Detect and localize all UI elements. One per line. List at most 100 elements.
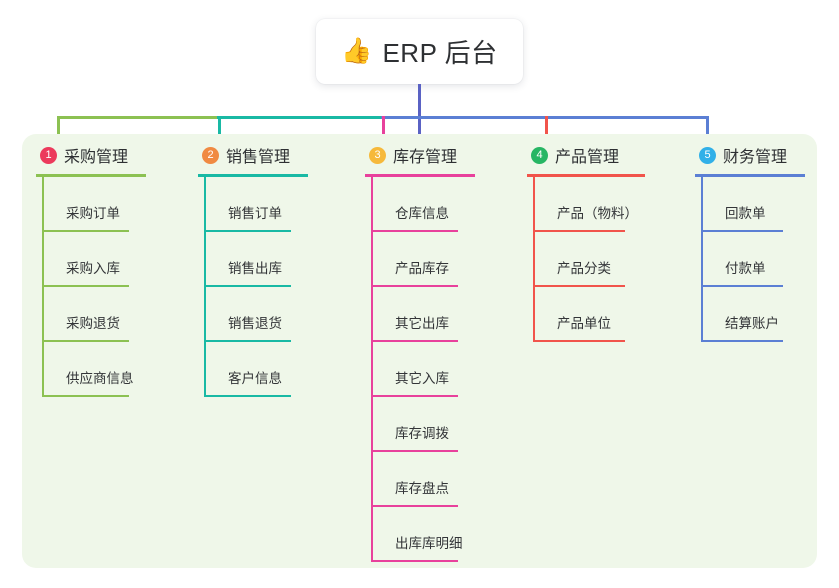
- list-item[interactable]: 其它入库: [373, 342, 475, 397]
- column-5: 5 财务管理回款单付款单结算账户: [695, 142, 805, 342]
- column-number-badge: 1: [40, 146, 57, 164]
- list-item-label: 销售退货: [228, 316, 282, 331]
- list-item-underline: [703, 230, 783, 232]
- list-item[interactable]: 出库库明细: [373, 507, 475, 562]
- list-item-underline: [44, 230, 129, 232]
- column-number-badge: 5: [699, 146, 716, 164]
- list-item[interactable]: 付款单: [703, 232, 805, 287]
- column-title: 财务管理: [723, 149, 788, 166]
- connector-trunk: [418, 84, 421, 134]
- column-rule: [36, 174, 146, 177]
- list-item-underline: [535, 340, 625, 342]
- column-title: 产品管理: [555, 149, 620, 166]
- list-item-label: 回款单: [725, 206, 766, 221]
- diagram-panel: [22, 134, 817, 568]
- column-header-4[interactable]: 4 产品管理: [527, 142, 645, 168]
- list-item-label: 其它入库: [395, 371, 449, 386]
- list-item[interactable]: 销售退货: [206, 287, 308, 342]
- list-item[interactable]: 库存调拨: [373, 397, 475, 452]
- list-item[interactable]: 销售出库: [206, 232, 308, 287]
- list-item[interactable]: 其它出库: [373, 287, 475, 342]
- list-item[interactable]: 采购退货: [44, 287, 146, 342]
- column-number-badge: 3: [369, 146, 386, 164]
- list-item[interactable]: 产品库存: [373, 232, 475, 287]
- column-header-5[interactable]: 5 财务管理: [695, 142, 805, 168]
- column-rule: [198, 174, 308, 177]
- list-item[interactable]: 客户信息: [206, 342, 308, 397]
- list-item-underline: [703, 340, 783, 342]
- list-item[interactable]: 仓库信息: [373, 177, 475, 232]
- column-number-badge: 2: [202, 146, 219, 164]
- list-item-underline: [535, 230, 625, 232]
- connector-drop-4: [545, 116, 548, 148]
- column-title: 采购管理: [64, 149, 129, 166]
- list-item-label: 仓库信息: [395, 206, 449, 221]
- column-title: 销售管理: [226, 149, 291, 166]
- list-item-label: 结算账户: [725, 316, 779, 331]
- column-4: 4 产品管理产品（物料） 产品分类产品单位: [527, 142, 645, 342]
- list-item[interactable]: 回款单: [703, 177, 805, 232]
- connector-bus-segment-1: [57, 116, 217, 119]
- list-item-underline: [535, 285, 625, 287]
- column-2: 2 销售管理销售订单销售出库销售退货客户信息: [198, 142, 308, 397]
- root-title: ERP 后台: [382, 38, 498, 68]
- column-items: 采购订单采购入库采购退货供应商信息: [42, 177, 146, 397]
- list-item-label: 出库库明细: [395, 536, 463, 551]
- list-item-underline: [373, 450, 458, 452]
- list-item-underline: [373, 340, 458, 342]
- list-item-underline: [206, 395, 291, 397]
- connector-bus-segment-2: [217, 116, 381, 119]
- list-item[interactable]: 产品（物料）: [535, 177, 645, 232]
- list-item-underline: [44, 285, 129, 287]
- list-item[interactable]: 采购入库: [44, 232, 146, 287]
- list-item-label: 销售订单: [228, 206, 282, 221]
- list-item-underline: [373, 395, 458, 397]
- column-header-1[interactable]: 1 采购管理: [36, 142, 146, 168]
- column-rule: [695, 174, 805, 177]
- list-item-underline: [206, 340, 291, 342]
- root-node-content: 👍 ERP 后台: [341, 33, 497, 70]
- list-item-label: 采购入库: [66, 261, 120, 276]
- list-item[interactable]: 供应商信息: [44, 342, 146, 397]
- list-item-underline: [206, 285, 291, 287]
- list-item[interactable]: 采购订单: [44, 177, 146, 232]
- list-item-underline: [373, 230, 458, 232]
- list-item-label: 采购订单: [66, 206, 120, 221]
- connector-bus-segment-3: [381, 116, 706, 119]
- list-item-underline: [703, 285, 783, 287]
- connector-drop-5: [706, 116, 709, 148]
- connector-drop-1: [57, 116, 60, 148]
- thumbs-up-icon: 👍: [341, 37, 373, 65]
- list-item-label: 库存调拨: [395, 426, 449, 441]
- list-item-label: 采购退货: [66, 316, 120, 331]
- list-item-label: 供应商信息: [66, 371, 134, 386]
- list-item[interactable]: 销售订单: [206, 177, 308, 232]
- list-item-label: 产品（物料）: [557, 206, 638, 221]
- column-1: 1 采购管理采购订单采购入库采购退货供应商信息: [36, 142, 146, 397]
- list-item-label: 产品库存: [395, 261, 449, 276]
- column-rule: [527, 174, 645, 177]
- list-item[interactable]: 产品分类: [535, 232, 645, 287]
- column-rule: [365, 174, 475, 177]
- list-item[interactable]: 库存盘点: [373, 452, 475, 507]
- list-item-underline: [44, 395, 129, 397]
- list-item-underline: [206, 230, 291, 232]
- root-node-card[interactable]: 👍 ERP 后台: [316, 19, 523, 84]
- list-item-underline: [373, 285, 458, 287]
- list-item-underline: [373, 505, 458, 507]
- list-item-underline: [373, 560, 458, 562]
- list-item-label: 销售出库: [228, 261, 282, 276]
- column-header-2[interactable]: 2 销售管理: [198, 142, 308, 168]
- list-item-label: 库存盘点: [395, 481, 449, 496]
- list-item[interactable]: 产品单位: [535, 287, 645, 342]
- connector-drop-3: [382, 116, 385, 148]
- column-number-badge: 4: [531, 146, 548, 164]
- list-item-underline: [44, 340, 129, 342]
- list-item-label: 客户信息: [228, 371, 282, 386]
- list-item[interactable]: 结算账户: [703, 287, 805, 342]
- column-items: 销售订单销售出库销售退货客户信息: [204, 177, 308, 397]
- column-items: 产品（物料） 产品分类产品单位: [533, 177, 645, 342]
